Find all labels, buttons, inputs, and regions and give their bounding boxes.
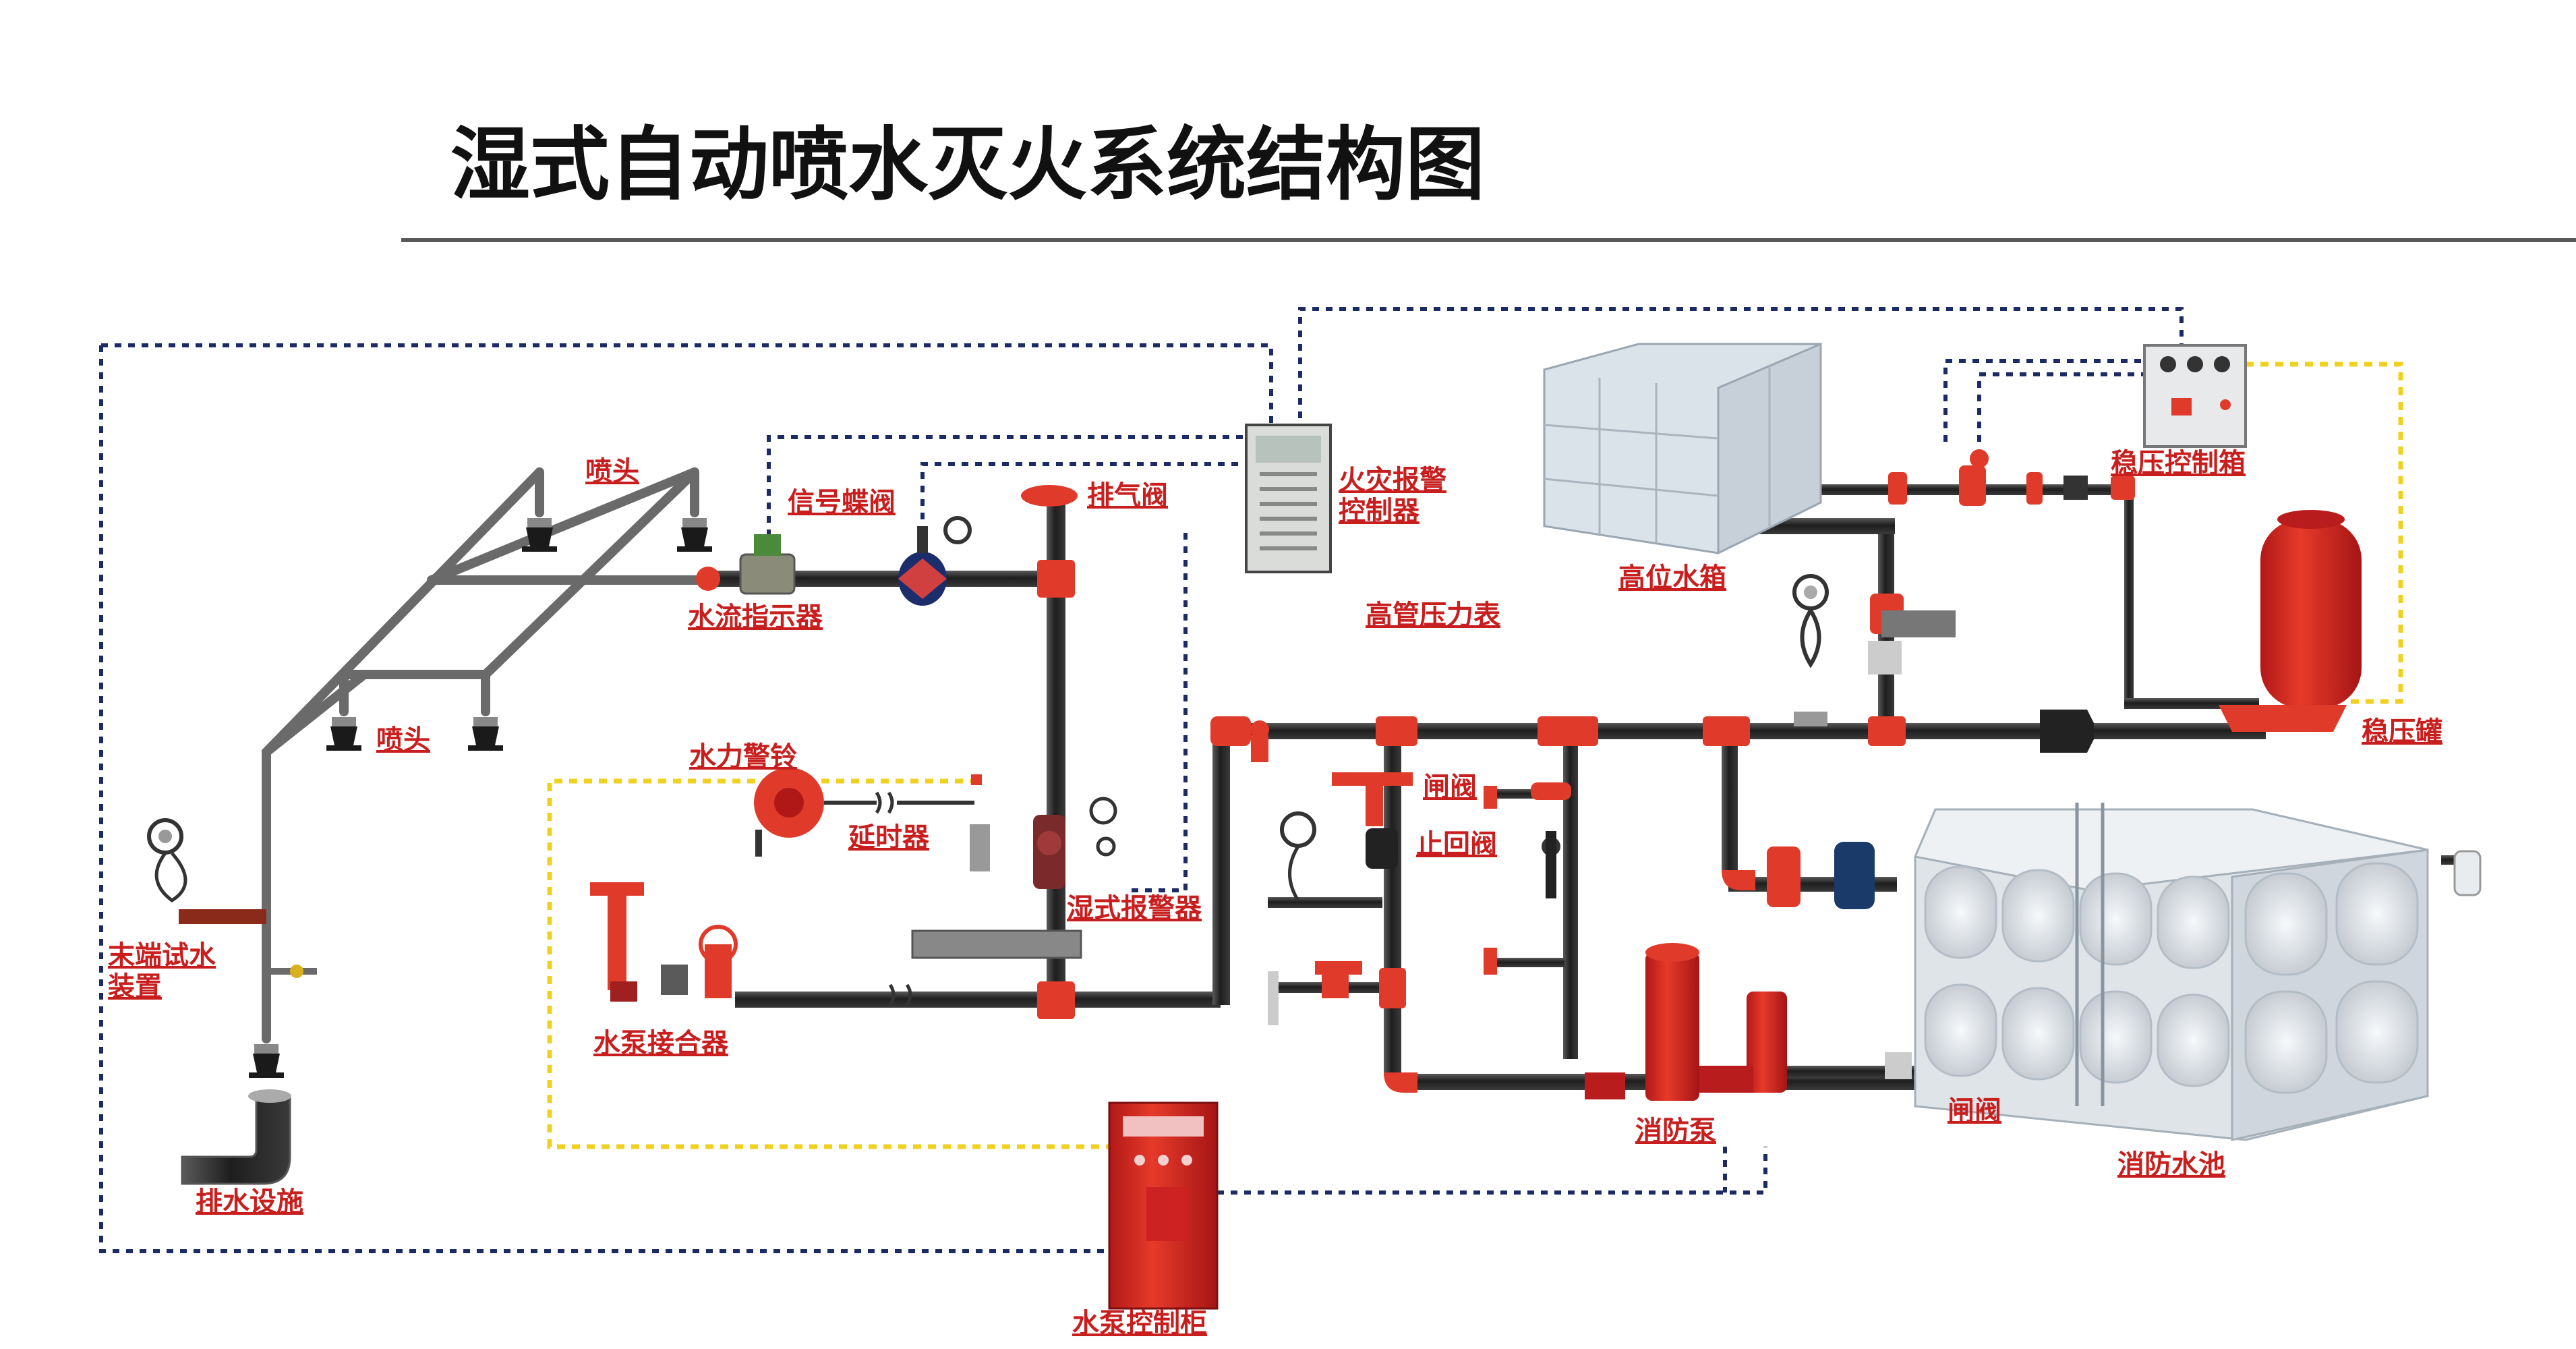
- drainage-pipe: [181, 1089, 291, 1185]
- fire-pool-tank: [1913, 803, 2482, 1141]
- label-sprinkler-top: 喷头: [585, 456, 639, 487]
- high-position-water-tank: [1543, 342, 1822, 555]
- label-fire-pool: 消防水池: [2117, 1149, 2225, 1180]
- high-pipe-gauge: [1792, 574, 1829, 726]
- fire-pumps: [1585, 943, 1787, 1101]
- label-end-test: 末端试水装置: [108, 940, 216, 1002]
- label-pressure-tank: 稳压罐: [2362, 716, 2442, 747]
- label-signal-valve: 信号蝶阀: [788, 487, 896, 518]
- label-fire-pump: 消防泵: [1635, 1116, 1716, 1147]
- gate-valves-center: [1280, 772, 1571, 998]
- wet-alarm-valve: [911, 797, 1117, 959]
- label-water-flow-indicator: 水流指示器: [688, 602, 823, 633]
- label-pump-adapter: 水泵接合器: [593, 1028, 729, 1059]
- signal-lines: [99, 307, 2184, 1253]
- water-flow-indicator: [739, 534, 796, 595]
- pressure-control-box: [2143, 344, 2247, 448]
- water-motor-gong: [754, 768, 982, 857]
- label-pressure-control-box: 稳压控制箱: [2111, 448, 2246, 479]
- label-gate-valve-bottom: 闸阀: [1948, 1095, 2001, 1126]
- label-drainage: 排水设施: [196, 1186, 303, 1217]
- label-delay-device: 延时器: [848, 822, 930, 853]
- tank-valves: [1888, 449, 2135, 506]
- end-test-device: [147, 818, 317, 978]
- label-fire-alarm-controller: 火灾报警控制器: [1339, 465, 1446, 527]
- label-wet-alarm-valve: 湿式报警器: [1067, 893, 1202, 924]
- pump-adapter: [590, 882, 912, 1006]
- label-gate-valve-top: 闸阀: [1423, 772, 1477, 803]
- pressure-tank: [2219, 510, 2362, 732]
- signal-butterfly-valve: [898, 516, 972, 606]
- label-exhaust-valve: 排气阀: [1087, 480, 1168, 511]
- label-water-motor-gong: 水力警铃: [689, 741, 797, 772]
- header-check-valve: [2040, 710, 2094, 753]
- branch-pipes: [262, 467, 720, 1043]
- sprinkler-heads: [249, 518, 712, 1078]
- pump-control-cabinet: [1108, 1101, 1219, 1310]
- pool-inlet-valves: [1767, 842, 1875, 909]
- label-pump-control-cabinet: 水泵控制柜: [1072, 1308, 1207, 1339]
- labels: 喷头 喷头 信号蝶阀 排气阀 火灾报警控制器 高位水箱 稳压控制箱 水流指示器 …: [108, 448, 2442, 1339]
- red-fittings: [696, 485, 1906, 1093]
- label-high-pipe-gauge: 高管压力表: [1366, 600, 1500, 631]
- tank-check-valve: [1868, 594, 1956, 674]
- label-check-valve: 止回阀: [1416, 829, 1497, 860]
- label-high-tank: 高位水箱: [1618, 563, 1726, 594]
- fire-alarm-controller: [1245, 424, 1332, 573]
- misc-valves: [1250, 720, 1497, 1025]
- label-sprinkler-bottom: 喷头: [376, 724, 430, 755]
- diagram-title: 湿式自动喷水灭火系统结构图: [450, 117, 1485, 211]
